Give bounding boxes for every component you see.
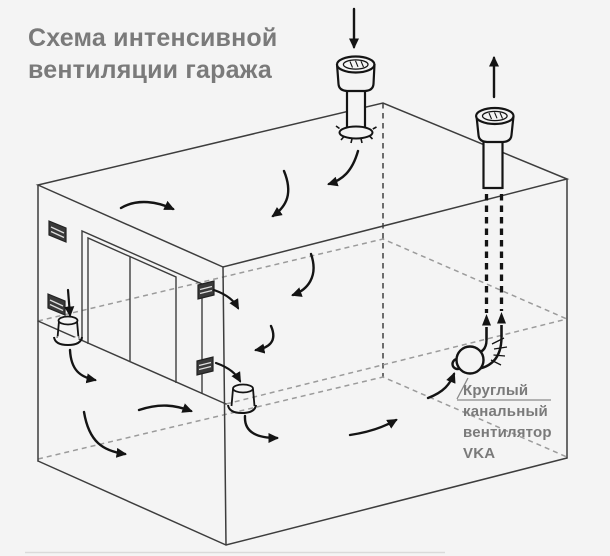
airflow-arrow-icon <box>254 324 275 354</box>
airflow-arrow-icon <box>243 414 279 443</box>
duct-fan-label: Круглый канальный вентилятор VKA <box>463 380 552 464</box>
up-flow-arrowhead <box>497 312 506 324</box>
up-flow-arrowhead <box>482 314 491 326</box>
airflow-arrow-icon <box>214 361 242 383</box>
supply-air-pipe-icon <box>335 55 377 144</box>
duct-fan-label-line4: VKA <box>463 445 496 462</box>
duct-fan-label-line1: Круглый <box>463 382 529 399</box>
airflow-arrow-icon <box>327 149 360 187</box>
diagram-title-line1: Схема интенсивной <box>28 24 278 52</box>
cellar-bottom-edges <box>37 457 568 546</box>
hidden-ground-level-line <box>37 238 568 322</box>
garage-door-icon <box>81 229 203 394</box>
door-outer-frame <box>81 229 203 394</box>
duct-fan-icon <box>451 345 485 375</box>
diagram-title-line2: вентиляции гаража <box>28 56 273 84</box>
hidden-edges <box>37 103 568 460</box>
airflow-arrow-icon <box>271 169 290 218</box>
airflow-arrow-icon <box>291 252 315 297</box>
vent-grille-icon <box>47 293 66 316</box>
airflow-arrow-icon <box>68 348 97 384</box>
diagram-title: Схема интенсивной вентиляции гаража <box>28 22 277 86</box>
vent-grille-icon <box>197 280 215 300</box>
duct-fan-label-line2: канальный <box>463 403 548 420</box>
down-arrow-icon <box>64 288 75 317</box>
airflow-arrows <box>64 7 499 458</box>
front-corner-edge <box>222 266 227 546</box>
airflow-arrow-icon <box>119 200 175 211</box>
garage-box-wireframe <box>35 102 570 546</box>
vent-grille-icon <box>48 220 67 243</box>
exhaust-air-pipe-icon <box>474 106 515 190</box>
wall-fan-icon <box>53 315 83 347</box>
airflow-arrow-icon <box>426 372 456 400</box>
ground-level-line-left-wall <box>37 320 227 405</box>
vent-grilles <box>47 220 215 376</box>
airflow-arrow-icon <box>137 403 193 413</box>
airflow-arrow-icon <box>82 410 127 458</box>
door-inner-frame <box>87 236 177 383</box>
label-leader-line <box>456 377 551 401</box>
airflow-arrow-icon <box>348 418 398 437</box>
wall-fan-icon <box>227 383 257 415</box>
airflow-arrow-icon <box>212 288 240 310</box>
vent-grille-icon <box>196 356 214 376</box>
hidden-cellar-floor-edge <box>37 376 568 460</box>
duct-fan-label-line3: вентилятор <box>463 424 552 441</box>
ground-level-line-right-wall <box>225 318 568 405</box>
hidden-duct-icon <box>482 194 506 340</box>
